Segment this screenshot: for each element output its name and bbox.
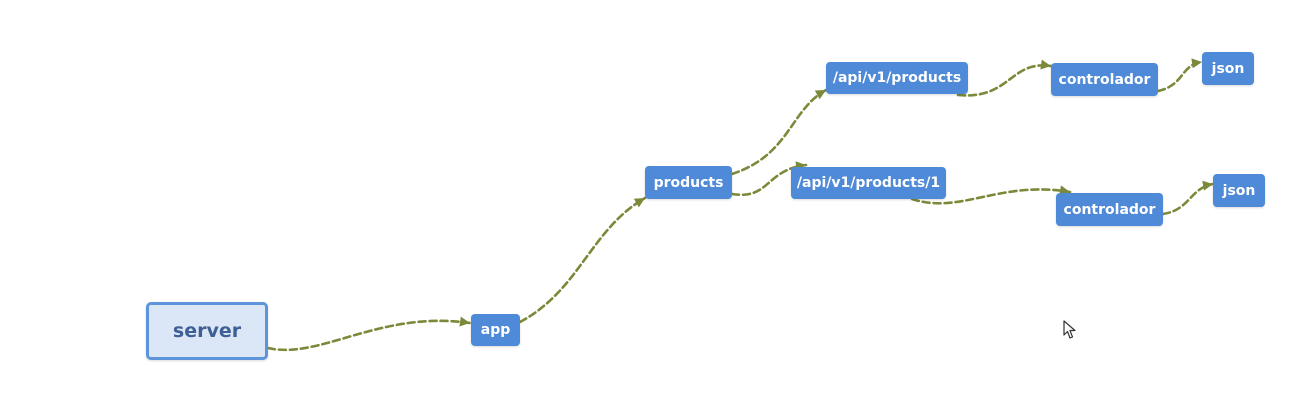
arrowhead-icon bbox=[814, 90, 826, 100]
connector-route-products-controller-1 bbox=[956, 64, 1053, 97]
connector-app-products bbox=[518, 196, 647, 324]
node-label: controlador bbox=[1058, 71, 1151, 88]
node-json-2[interactable]: json bbox=[1213, 174, 1265, 207]
node-controller-1[interactable]: controlador bbox=[1051, 63, 1158, 96]
arrowhead-icon bbox=[1040, 59, 1051, 70]
node-label: server bbox=[172, 320, 242, 342]
node-route-product-one[interactable]: /api/v1/products/1 bbox=[791, 167, 946, 199]
connector-products-route-products bbox=[730, 88, 828, 176]
arrowhead-icon bbox=[1191, 58, 1202, 69]
arrowhead-icon bbox=[1202, 180, 1213, 191]
node-label: json bbox=[1222, 182, 1256, 199]
node-label: json bbox=[1211, 60, 1245, 77]
node-label: app bbox=[480, 322, 511, 338]
node-json-1[interactable]: json bbox=[1202, 52, 1254, 85]
connector-controller-2-json-2 bbox=[1161, 182, 1215, 216]
arrowhead-icon bbox=[459, 316, 470, 327]
node-label: products bbox=[653, 174, 724, 191]
connector-controller-1-json-1 bbox=[1156, 60, 1204, 93]
node-server[interactable]: server bbox=[146, 302, 268, 360]
node-controller-2[interactable]: controlador bbox=[1056, 193, 1163, 226]
node-app[interactable]: app bbox=[471, 314, 520, 346]
node-label: controlador bbox=[1063, 201, 1156, 218]
node-label: /api/v1/products/1 bbox=[796, 175, 941, 191]
connector-server-app bbox=[266, 319, 472, 352]
node-products[interactable]: products bbox=[645, 166, 732, 199]
node-label: /api/v1/products bbox=[832, 70, 962, 86]
mouse-pointer-icon bbox=[1063, 320, 1076, 339]
node-route-products[interactable]: /api/v1/products bbox=[826, 62, 968, 94]
arrowhead-icon bbox=[633, 198, 645, 208]
